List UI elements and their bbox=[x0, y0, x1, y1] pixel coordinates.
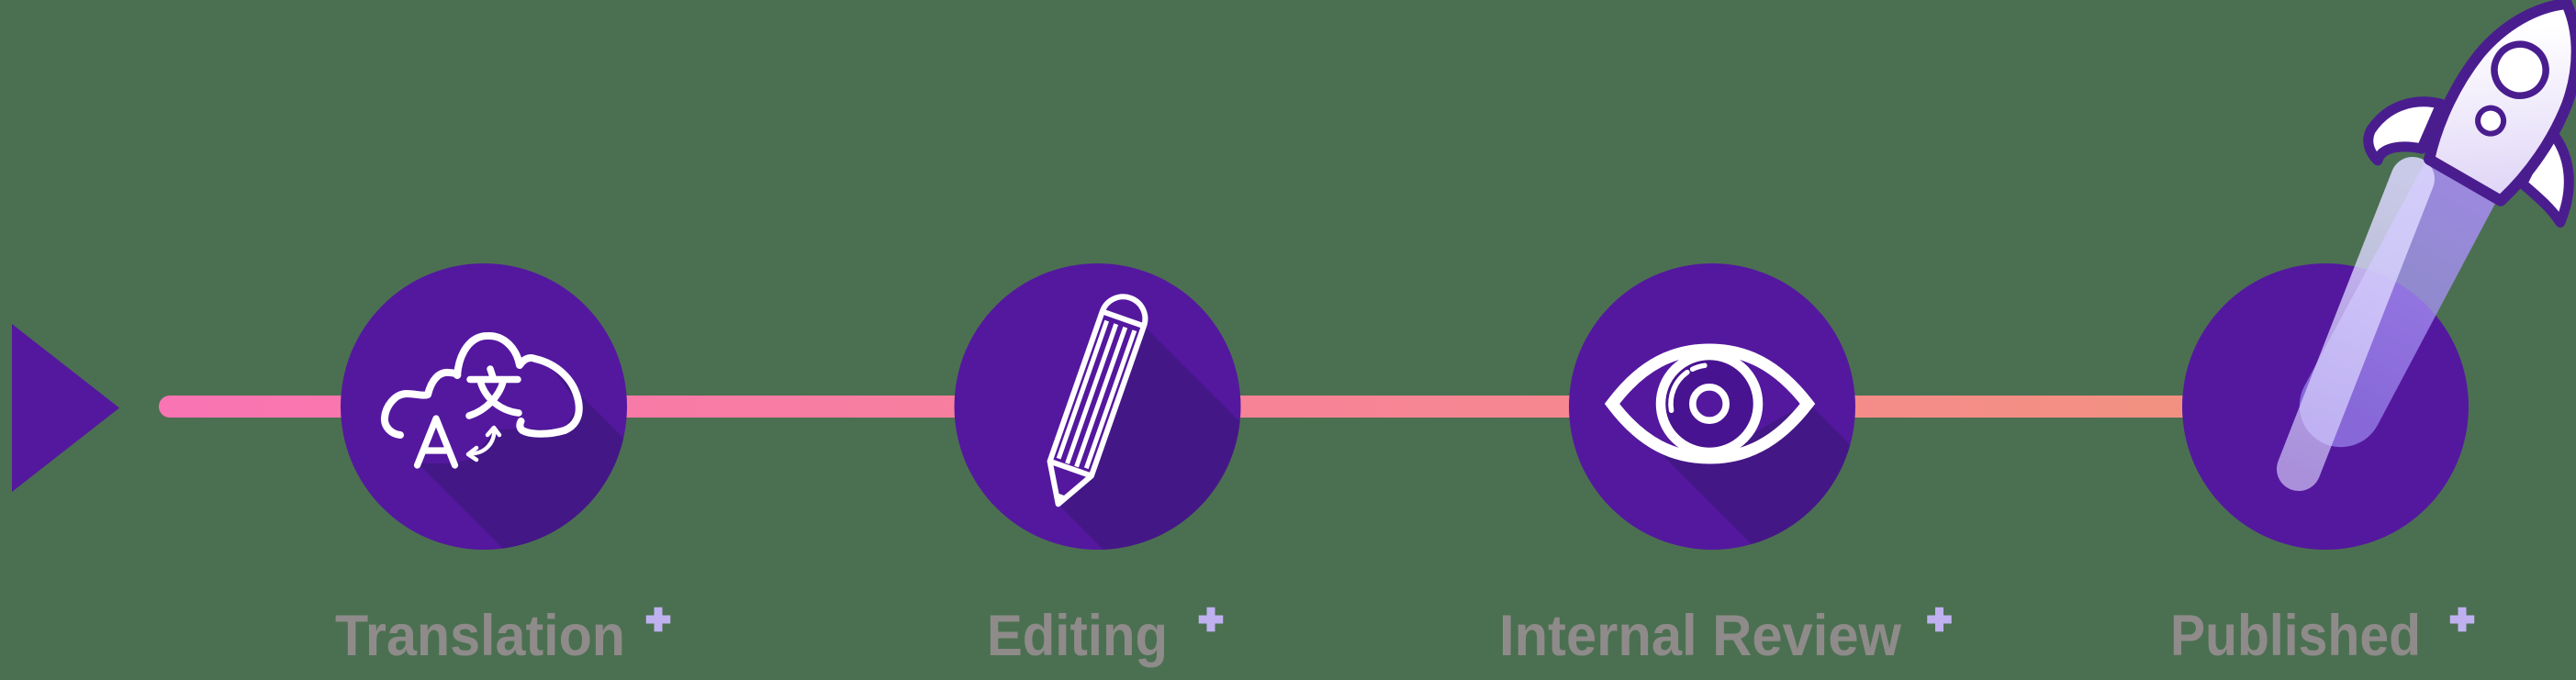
svg-text:Published: Published bbox=[2170, 604, 2421, 668]
svg-text:Editing: Editing bbox=[987, 604, 1168, 668]
svg-text:Translation: Translation bbox=[335, 604, 625, 668]
svg-text:Internal Review: Internal Review bbox=[1499, 604, 1902, 668]
